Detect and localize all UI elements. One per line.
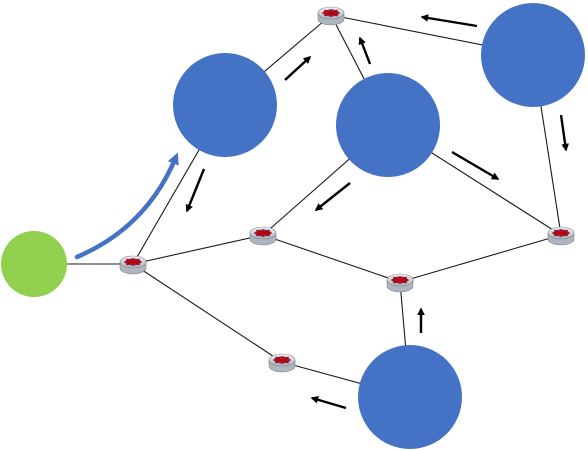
arrow-icon: [420, 14, 478, 28]
arrow-icon: [185, 168, 206, 213]
routers: [119, 6, 575, 373]
peer-node: [481, 3, 585, 107]
router-icon: [249, 226, 277, 246]
peer-node: [336, 73, 440, 177]
flow-arrows: [185, 14, 569, 410]
router-icon: [547, 226, 575, 246]
link: [399, 234, 562, 283]
link: [132, 263, 283, 363]
arrow-icon: [358, 36, 372, 65]
peer-node: [173, 53, 277, 157]
arrow-icon: [314, 182, 351, 211]
source-node: [1, 231, 67, 297]
router-icon: [386, 273, 414, 293]
links: [34, 14, 562, 398]
link: [132, 234, 264, 265]
link: [262, 234, 401, 283]
curved-arrow-icon: [74, 152, 179, 260]
arrow-icon: [284, 55, 312, 81]
router-icon: [268, 353, 296, 373]
nodes: [1, 3, 585, 449]
peer-node: [358, 345, 462, 449]
router-icon: [317, 6, 345, 26]
arrow-icon: [451, 150, 500, 181]
router-icon: [119, 255, 147, 275]
arrow-icon: [310, 396, 347, 410]
arrow-icon: [559, 114, 569, 152]
